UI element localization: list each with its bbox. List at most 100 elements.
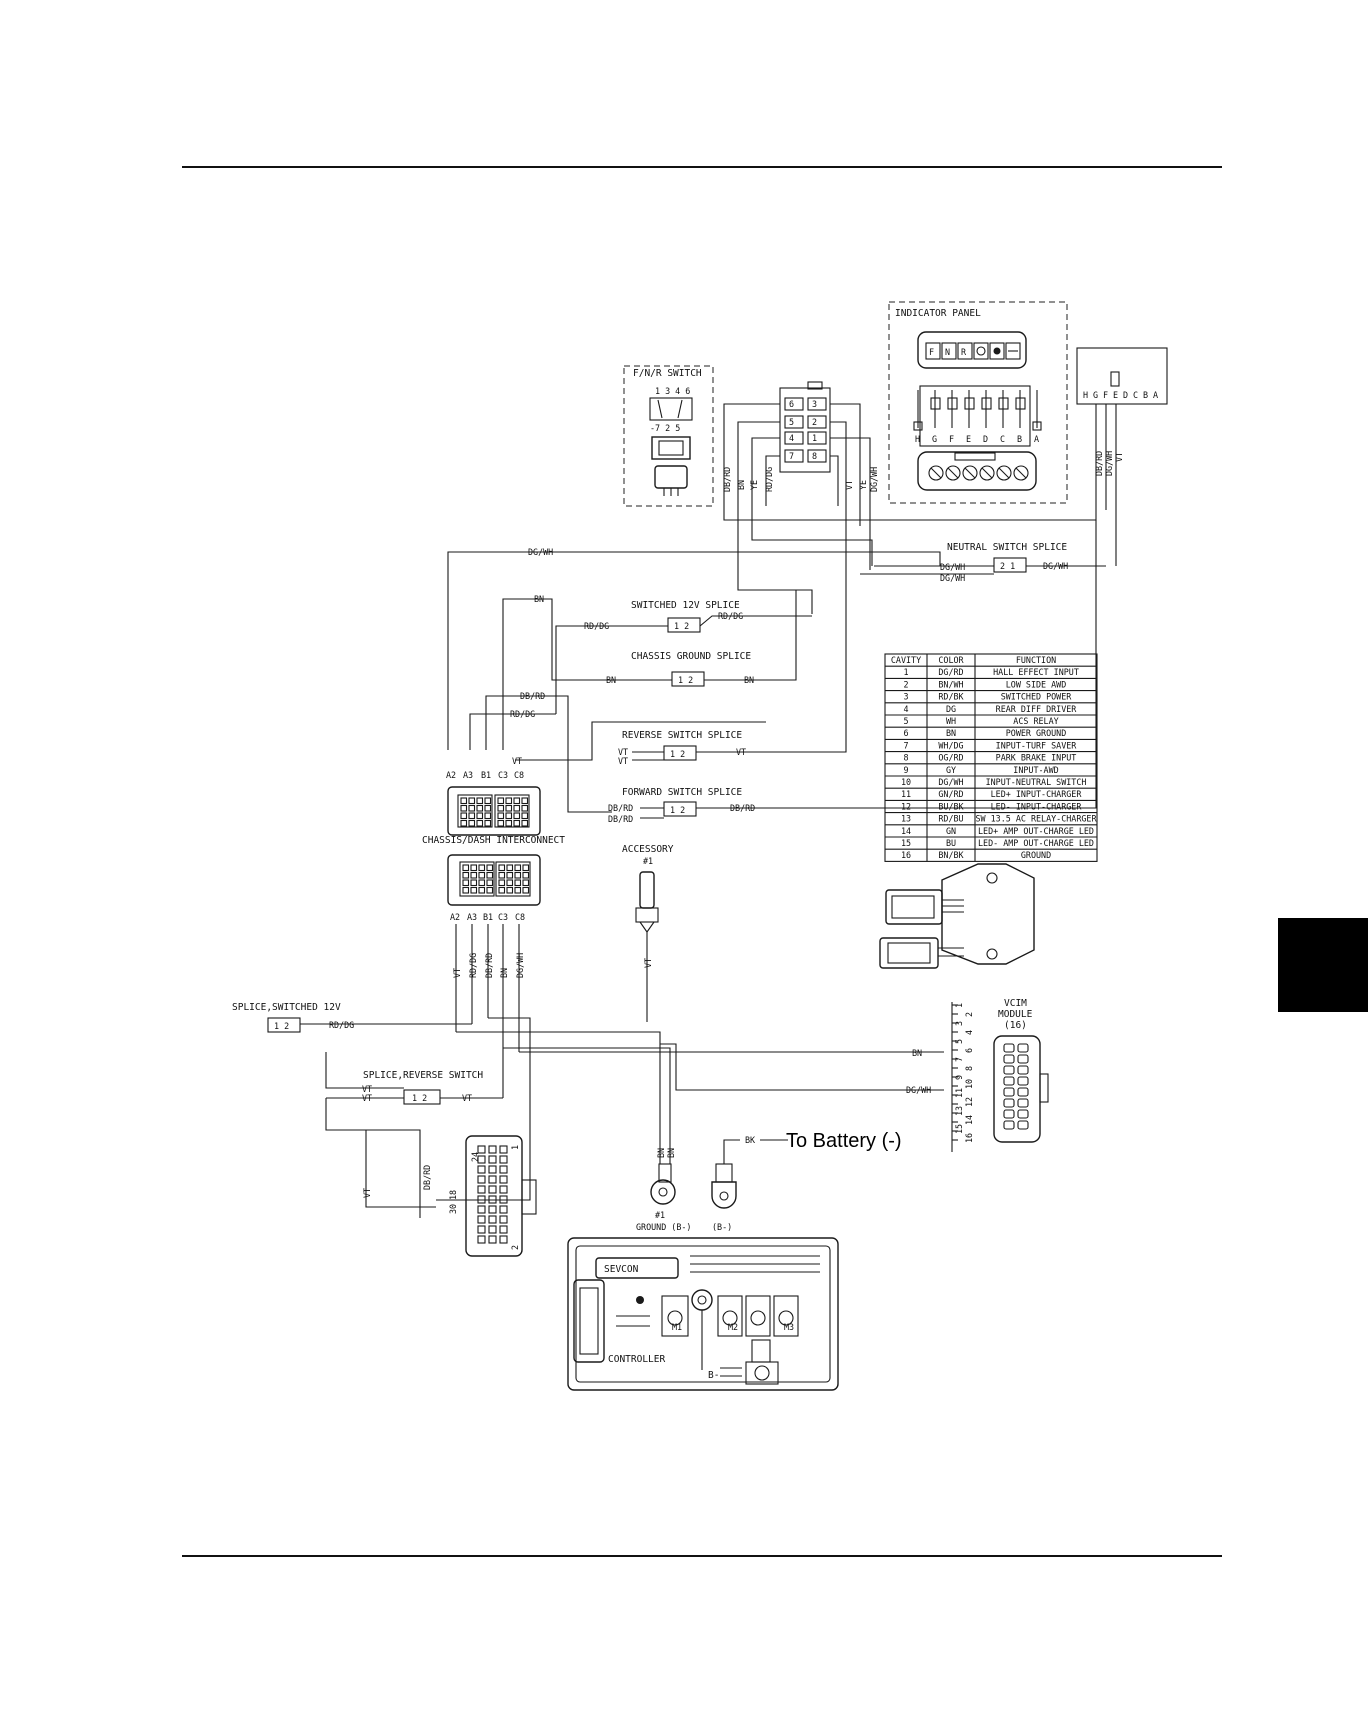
cavity bbox=[514, 886, 522, 894]
cavity bbox=[499, 1155, 508, 1164]
cavity bbox=[513, 804, 521, 812]
cavity bbox=[498, 879, 506, 887]
cavity bbox=[477, 1225, 486, 1234]
vcim-cavity bbox=[1017, 1065, 1029, 1075]
cavity bbox=[498, 871, 506, 879]
cavity-table-cell: BN bbox=[946, 728, 956, 738]
chassis-dash-interconnect: A2 A3 B1 C3 C8 CHASSIS/DASH INTERCONNECT… bbox=[422, 770, 565, 922]
cavity bbox=[499, 1175, 508, 1184]
vcim-cavity bbox=[1003, 1098, 1015, 1108]
cavity bbox=[522, 886, 530, 894]
svg-text:GROUND (B-): GROUND (B-) bbox=[636, 1222, 691, 1232]
svg-text:DB/RD: DB/RD bbox=[422, 1165, 432, 1190]
svg-text:G: G bbox=[1093, 390, 1098, 400]
cavity bbox=[470, 871, 478, 879]
svg-text:VT: VT bbox=[452, 968, 462, 978]
svg-text:SPLICE,REVERSE SWITCH: SPLICE,REVERSE SWITCH bbox=[363, 1070, 483, 1081]
cavity-table-cell: GN/RD bbox=[938, 789, 963, 799]
battery-note: To Battery (-) bbox=[786, 1130, 902, 1152]
cavity-table-cell: RD/BK bbox=[938, 692, 964, 702]
cavity-table-cell: BU bbox=[946, 838, 956, 848]
cavity bbox=[486, 886, 494, 894]
svg-text:A3: A3 bbox=[467, 912, 477, 922]
cavity-table-cell: 2 bbox=[903, 679, 908, 689]
vcim-pin: 6 bbox=[964, 1048, 974, 1053]
cavity-table-cell: 14 bbox=[901, 826, 911, 836]
vcim-cavity bbox=[1003, 1065, 1015, 1075]
cavity-table-header: CAVITY bbox=[891, 655, 921, 665]
svg-text:30: 30 bbox=[448, 1204, 458, 1214]
vcim-cavity bbox=[1017, 1054, 1029, 1064]
vcim-pin: 3 bbox=[954, 1021, 964, 1026]
svg-text:F: F bbox=[1103, 390, 1108, 400]
vcim-pin: 7 bbox=[954, 1057, 964, 1062]
cavity bbox=[505, 812, 513, 820]
accessory-connector: ACCESSORY #1 VT bbox=[622, 844, 674, 1022]
cavity-table-cell: OG/RD bbox=[938, 753, 963, 763]
vcim-pin: 13 bbox=[954, 1106, 964, 1116]
svg-text:A: A bbox=[1034, 434, 1039, 444]
indicator-panel: INDICATOR PANEL F N R bbox=[888, 301, 1068, 504]
cavity bbox=[522, 864, 530, 872]
cavity bbox=[478, 886, 486, 894]
svg-text:BN: BN bbox=[666, 1148, 676, 1158]
svg-text:BN: BN bbox=[912, 1048, 922, 1058]
svg-text:B: B bbox=[1143, 390, 1148, 400]
cavity-table-cell: DG/WH bbox=[938, 777, 963, 787]
svg-text:(16): (16) bbox=[1004, 1020, 1027, 1031]
svg-text:1 3 4 6: 1 3 4 6 bbox=[655, 386, 690, 396]
cavity bbox=[488, 1175, 497, 1184]
cavity bbox=[488, 1225, 497, 1234]
svg-text:A: A bbox=[1153, 390, 1158, 400]
cavity bbox=[506, 879, 514, 887]
svg-text:C3: C3 bbox=[498, 912, 508, 922]
cavity bbox=[478, 879, 486, 887]
cavity bbox=[460, 819, 468, 827]
svg-text:BK: BK bbox=[745, 1135, 756, 1145]
vcim-module: VCIM MODULE (16) 12345678910111213141516… bbox=[906, 998, 1049, 1152]
svg-text:H: H bbox=[1083, 390, 1088, 400]
svg-text:E: E bbox=[1113, 390, 1118, 400]
svg-text:DB/RD: DB/RD bbox=[1094, 451, 1104, 476]
svg-text:VT: VT bbox=[1114, 452, 1124, 462]
vcim-pin: 4 bbox=[964, 1030, 974, 1035]
cavity bbox=[478, 864, 486, 872]
controller-label: CONTROLLER bbox=[608, 1354, 665, 1365]
cavity bbox=[468, 797, 476, 805]
fnr-switch-title: F/N/R SWITCH bbox=[633, 368, 702, 379]
cavity bbox=[476, 797, 484, 805]
svg-text:2: 2 bbox=[510, 1245, 520, 1250]
svg-text:VT: VT bbox=[844, 480, 854, 490]
cavity bbox=[488, 1215, 497, 1224]
cavity bbox=[468, 812, 476, 820]
svg-text:VT: VT bbox=[736, 747, 746, 757]
forward-switch-splice: FORWARD SWITCH SPLICE 1 2 DB/RD DB/RD DB… bbox=[608, 520, 1097, 824]
svg-text:DG/WH: DG/WH bbox=[869, 467, 879, 492]
cavity-table-header: COLOR bbox=[938, 655, 964, 665]
svg-text:1: 1 bbox=[812, 433, 817, 443]
cavity bbox=[513, 812, 521, 820]
svg-text:B1: B1 bbox=[483, 912, 493, 922]
svg-text:YE: YE bbox=[858, 480, 868, 490]
svg-text:BN: BN bbox=[499, 968, 509, 978]
cavity bbox=[486, 879, 494, 887]
cavity-table-cell: 1 bbox=[903, 667, 908, 677]
cavity bbox=[476, 819, 484, 827]
svg-text:D: D bbox=[983, 434, 988, 444]
svg-text:MODULE: MODULE bbox=[998, 1009, 1033, 1020]
cavity bbox=[460, 797, 468, 805]
svg-text:RD/DG: RD/DG bbox=[468, 953, 478, 978]
svg-text:A3: A3 bbox=[463, 770, 473, 780]
cavity-table-cell: 7 bbox=[903, 740, 908, 750]
svg-text:24: 24 bbox=[470, 1152, 480, 1162]
cavity bbox=[462, 886, 470, 894]
cavity bbox=[497, 812, 505, 820]
vcim-pin: 12 bbox=[964, 1097, 974, 1107]
cavity-table-cell: BN/BK bbox=[938, 850, 964, 860]
cavity bbox=[476, 812, 484, 820]
svg-text:DG/WH: DG/WH bbox=[1043, 561, 1068, 571]
svg-text:1 2: 1 2 bbox=[670, 749, 685, 759]
cavity bbox=[513, 797, 521, 805]
cavity bbox=[521, 797, 529, 805]
interconnect-cavities-bottom bbox=[462, 864, 530, 894]
